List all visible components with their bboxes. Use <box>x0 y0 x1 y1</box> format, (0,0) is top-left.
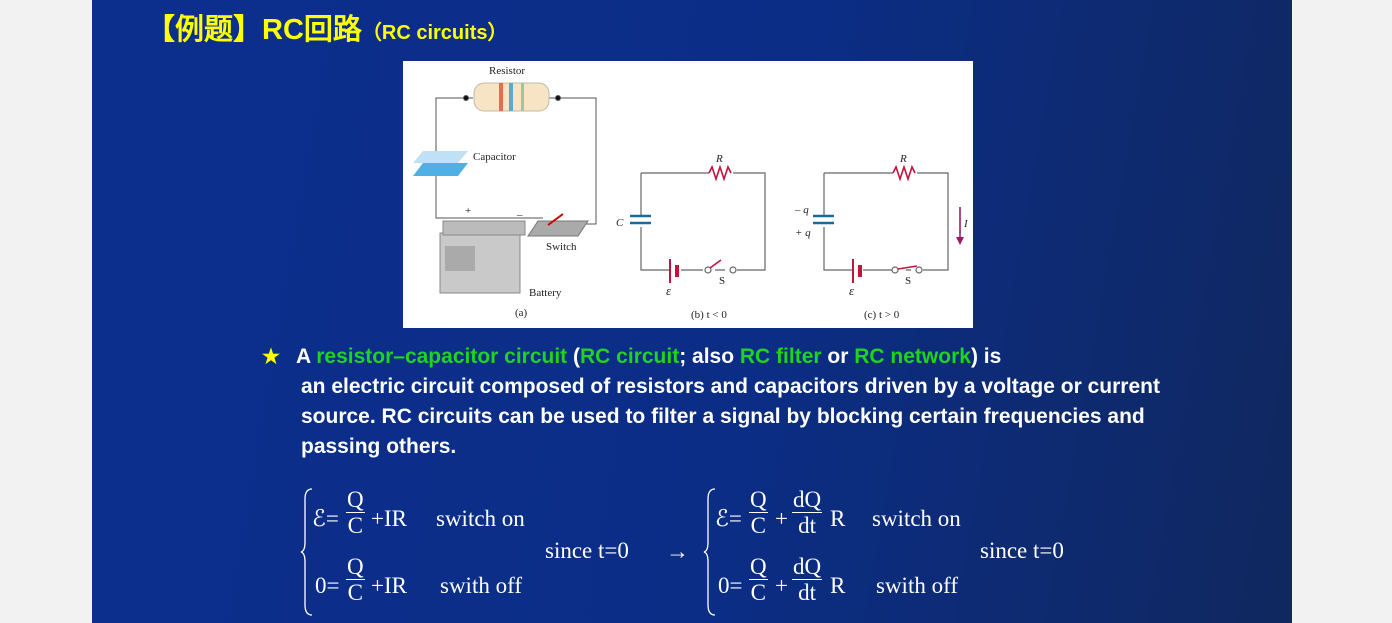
s-label-c: S <box>905 275 912 287</box>
eq-right-row2-tail: R <box>830 573 846 598</box>
star-bullet-icon: ★ <box>262 346 280 368</box>
term-rc-circuit-full: resistor–capacitor circuit <box>316 345 568 368</box>
battery-label: Battery <box>529 287 562 299</box>
right-brace-icon <box>703 488 716 616</box>
eq-right-row1-lhs: ℰ= <box>715 506 742 531</box>
caption-a: (a) <box>515 307 528 319</box>
r-label-b: R <box>716 153 723 165</box>
denominator: C <box>750 580 766 605</box>
denominator: C <box>750 513 766 538</box>
eq-left-since: since t=0 <box>545 538 629 563</box>
text: ( <box>567 345 581 368</box>
eq-right-row1-tail: R <box>830 506 846 531</box>
switch-label: Switch <box>546 241 577 253</box>
text: ) is <box>970 345 1002 368</box>
emf-label-c: ε <box>849 283 855 298</box>
term-rc-filter: RC filter <box>739 345 822 368</box>
eq-right-row2-plus: + <box>775 573 788 598</box>
eq-right-since: since t=0 <box>980 538 1064 563</box>
eq-left-row1-note: switch on <box>436 506 525 531</box>
rc-definition-paragraph: ★ A resistor–capacitor circuit (RC circu… <box>262 342 1204 462</box>
rc-circuit-figure: Resistor Capacitor + – Switch Battery (a… <box>403 61 973 328</box>
minus-q-label: – q <box>795 204 809 216</box>
circuit-t-less-0 <box>630 164 766 283</box>
term-rc-circuit: RC circuit <box>580 345 680 368</box>
eq-left-row2-note: swith off <box>440 573 522 598</box>
emf-label-b: ε <box>666 283 672 298</box>
title-main: 【例题】RC回路 <box>146 14 362 46</box>
arrow-icon: → <box>666 539 689 564</box>
numerator: dQ <box>792 554 823 580</box>
s-label-b: S <box>719 275 726 287</box>
eq-right-row1-note: switch on <box>872 506 961 531</box>
eq-left-row1-tail: +IR <box>371 506 407 531</box>
left-brace-icon <box>300 488 313 616</box>
eq-right-row1-plus: + <box>775 506 788 531</box>
caption-c: (c) t > 0 <box>864 309 900 321</box>
paragraph-rest: an electric circuit composed of resistor… <box>301 375 1160 458</box>
eq-right-row2-lhs: 0= <box>718 573 743 598</box>
term-rc-network: RC network <box>854 345 971 368</box>
capacitor-label: Capacitor <box>473 151 516 163</box>
denominator: C <box>347 513 363 538</box>
resistor-label: Resistor <box>489 65 526 77</box>
numerator: Q <box>346 487 365 513</box>
eq-left-row1-lhs: ℰ= <box>312 506 339 531</box>
c-label: C <box>616 217 624 229</box>
caption-b: (b) t < 0 <box>691 309 727 321</box>
denominator: C <box>347 580 363 605</box>
numerator: Q <box>346 554 365 580</box>
title-sub: （RC circuits） <box>361 22 508 44</box>
slide: 【例题】RC回路（RC circuits） <box>92 0 1292 623</box>
slide-title: 【例题】RC回路（RC circuits） <box>146 6 507 48</box>
current-label: I <box>964 218 968 230</box>
eq-right-row2-note: swith off <box>876 573 958 598</box>
minus-label: – <box>517 209 523 221</box>
eq-left-row2-lhs: 0= <box>315 573 340 598</box>
numerator: Q <box>749 487 768 513</box>
numerator: dQ <box>792 487 823 513</box>
plus-label: + <box>465 205 472 217</box>
denominator: dt <box>798 513 816 538</box>
physical-circuit <box>413 82 597 294</box>
text: ; also <box>679 345 740 368</box>
circuit-diagram <box>413 82 964 294</box>
paragraph-line-1: A resistor–capacitor circuit (RC circuit… <box>264 342 1204 372</box>
text: A <box>296 345 317 368</box>
numerator: Q <box>749 554 768 580</box>
text: or <box>821 345 855 368</box>
plus-q-label: + q <box>795 227 811 239</box>
circuit-t-greater-0 <box>813 164 964 283</box>
r-label-c: R <box>900 153 907 165</box>
denominator: dt <box>798 580 816 605</box>
eq-left-row2-tail: +IR <box>371 573 407 598</box>
